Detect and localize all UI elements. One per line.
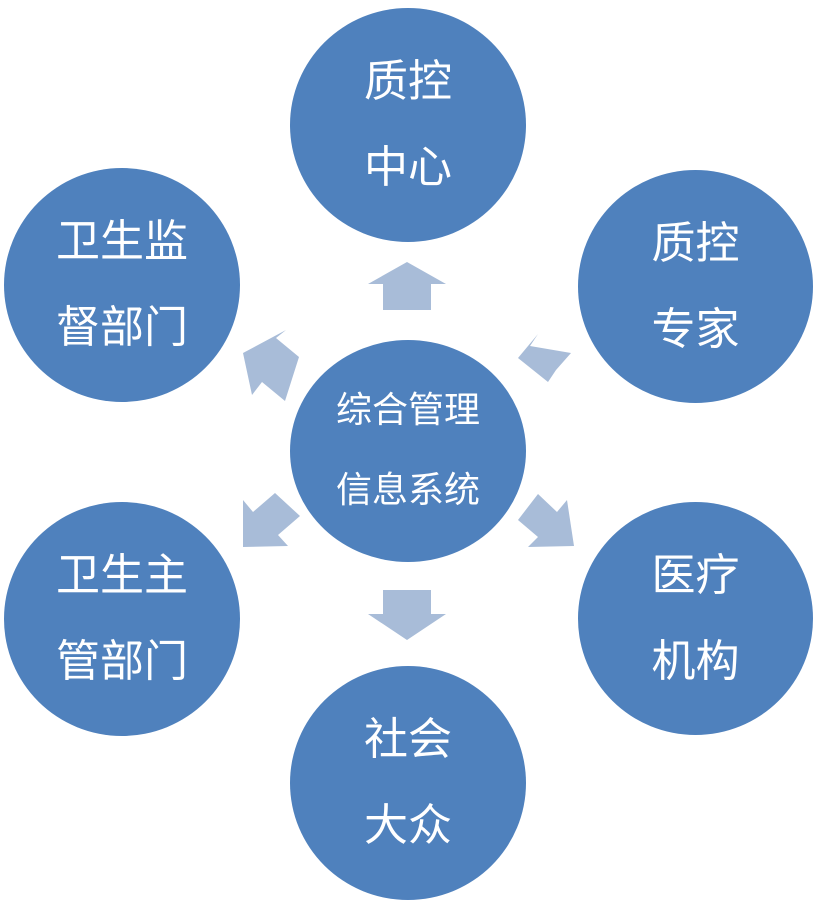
node-label-line2: 督部门 xyxy=(56,302,188,353)
center-label-line1: 综合管理 xyxy=(335,390,480,431)
node-label-line1: 社会 xyxy=(364,714,452,765)
node-label-line1: 质控 xyxy=(364,56,452,107)
arrow-to-lower-right xyxy=(518,494,574,547)
arrow-to-top xyxy=(368,262,446,310)
arrow-to-lower-left xyxy=(243,493,300,547)
node-health-authority-dept: 卫生主 管部门 xyxy=(4,502,240,736)
center-label-line2: 信息系统 xyxy=(335,470,480,511)
node-quality-control-center: 质控 中心 xyxy=(290,8,526,242)
node-management-info-system: 综合管理 信息系统 xyxy=(290,340,526,562)
node-medical-institutions: 医疗 机构 xyxy=(578,502,813,735)
node-general-public: 社会 大众 xyxy=(290,666,526,900)
arrow-to-upper-left xyxy=(243,330,299,401)
node-label-line2: 大众 xyxy=(364,800,452,851)
node-label-line2: 专家 xyxy=(651,303,740,355)
node-label-line1: 卫生主 xyxy=(56,550,188,601)
node-health-supervision-dept: 卫生监 督部门 xyxy=(4,168,240,402)
node-quality-control-experts: 质控 专家 xyxy=(578,170,813,403)
node-label-line2: 机构 xyxy=(651,635,740,687)
node-label-line1: 医疗 xyxy=(651,549,740,601)
node-label-line2: 管部门 xyxy=(56,636,188,687)
node-label-line2: 中心 xyxy=(364,142,452,193)
arrow-to-upper-right xyxy=(518,334,571,382)
arrow-to-bottom xyxy=(368,590,446,640)
node-label-line1: 质控 xyxy=(651,217,740,269)
node-label-line1: 卫生监 xyxy=(56,216,188,267)
